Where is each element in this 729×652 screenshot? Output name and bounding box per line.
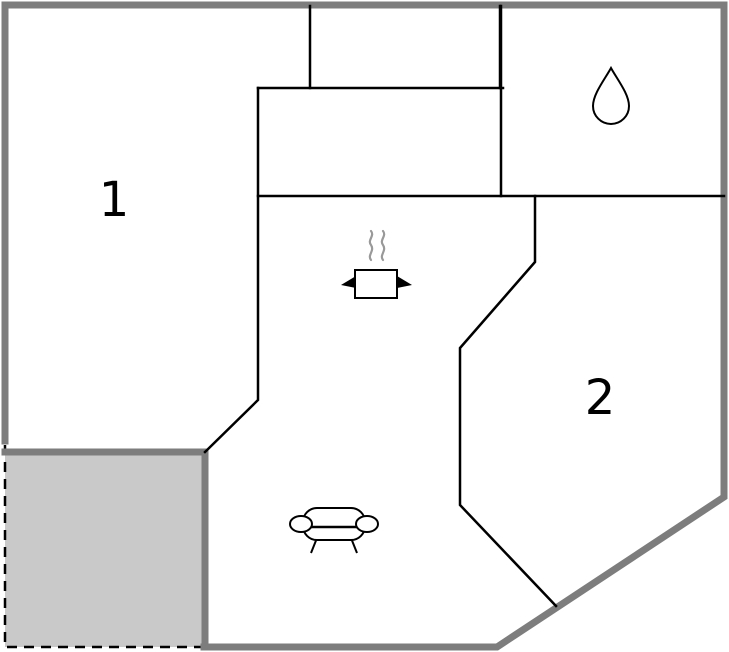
sofa-icon: [289, 507, 379, 554]
pot-handle-right: [397, 276, 412, 288]
entry-room-walls: [308, 4, 502, 90]
sofa-armrest-right: [355, 515, 379, 533]
sofa-armrest-left: [289, 515, 313, 533]
room-1-label: 1: [99, 172, 130, 228]
room-2-label: 2: [585, 370, 616, 426]
terrace-area: [5, 452, 205, 647]
pot-handle-left: [341, 276, 356, 288]
steam-line-right: [380, 229, 386, 262]
room1-right-wall: [203, 86, 260, 454]
cooking-pot-icon: [341, 229, 412, 299]
room2-left-wall: [458, 194, 558, 608]
steam-line-left: [368, 229, 374, 262]
pot-body: [354, 269, 398, 299]
water-drop-icon: [591, 65, 631, 125]
